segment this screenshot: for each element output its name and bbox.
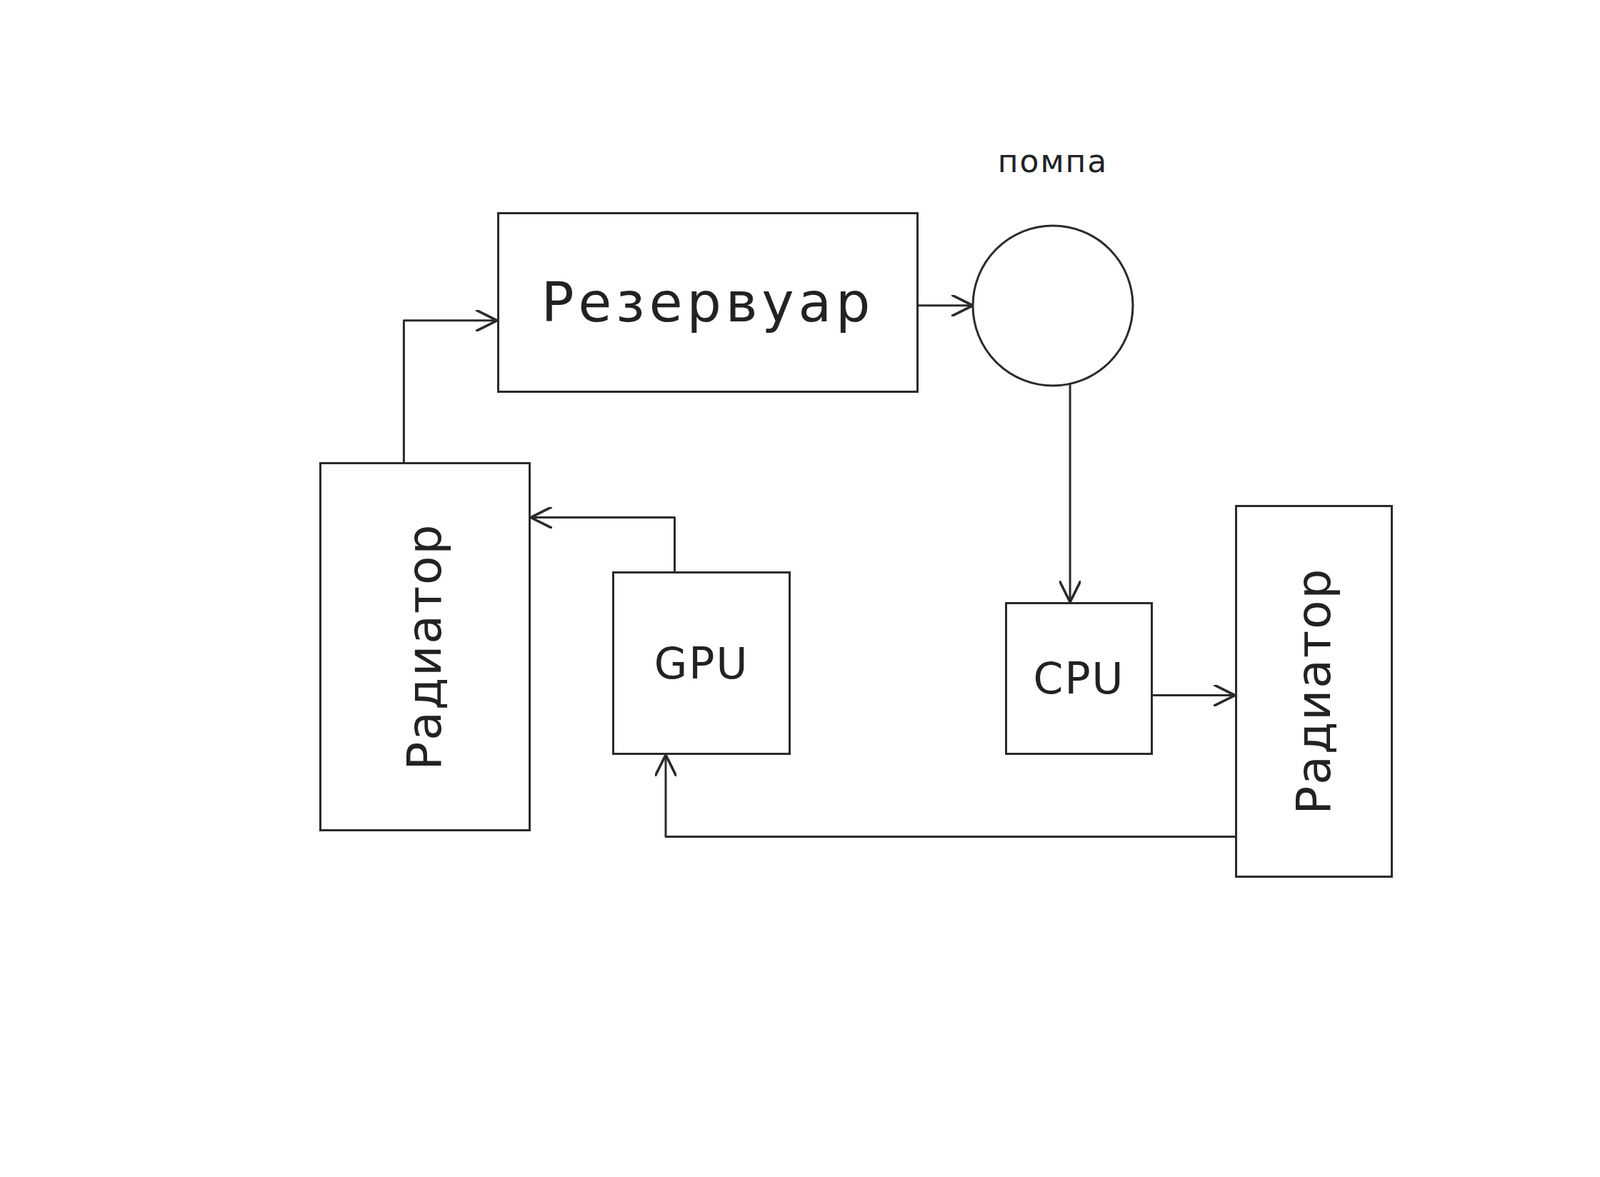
pipe-connector: [1152, 694, 1235, 697]
box-label: CPU: [1033, 652, 1125, 705]
pump-label: помпа: [997, 142, 1109, 181]
box-label: Резервуар: [541, 270, 875, 335]
box-label: GPU: [654, 637, 750, 690]
cpu-box: CPU: [1005, 602, 1153, 755]
pipe-connector: [1069, 383, 1072, 603]
pump: помпа: [970, 142, 1135, 388]
gpu-box: GPU: [612, 571, 791, 755]
pipe-connector: [530, 517, 675, 572]
pipe-connector: [403, 320, 498, 463]
radiator-box: Радиатор: [319, 462, 531, 832]
pipe-connector: [918, 304, 973, 307]
box-label: Радиатор: [396, 523, 453, 771]
pipe-connector: [665, 755, 1235, 838]
pump-circle: [970, 223, 1135, 388]
reservoir-box: Резервуар: [497, 212, 919, 393]
pump-outline: [972, 225, 1133, 386]
radiator-box: Радиатор: [1235, 505, 1393, 878]
box-label: Радиатор: [1285, 567, 1343, 815]
